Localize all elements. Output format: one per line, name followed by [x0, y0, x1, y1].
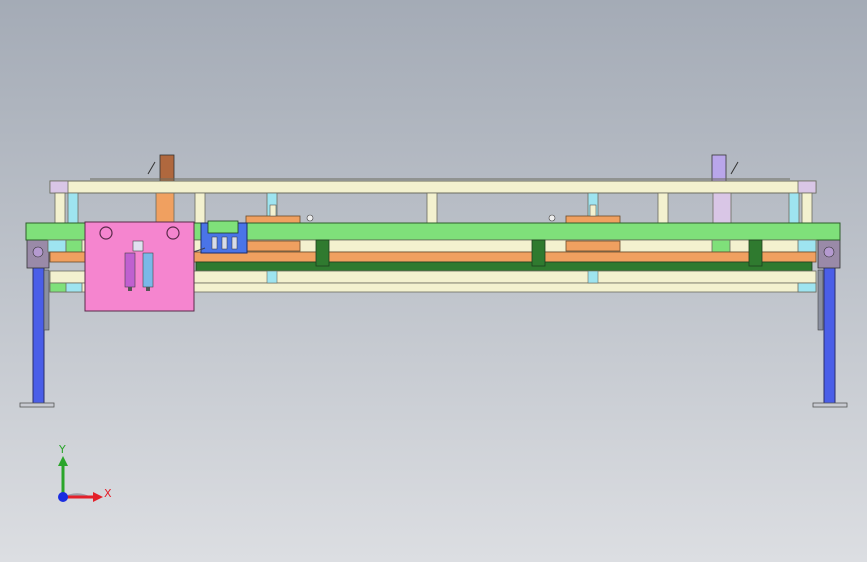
top-blocks	[147, 154, 739, 182]
right-leg	[812, 237, 848, 408]
x-axis-arrowhead	[93, 492, 103, 502]
valve-block	[149, 220, 248, 263]
left-leg	[19, 237, 55, 408]
pink-control-panel	[84, 221, 195, 312]
bottom-frame	[49, 270, 817, 293]
y-axis-arrowhead	[58, 456, 68, 466]
x-axis-label: X	[104, 487, 112, 500]
coordinate-triad: Y X	[58, 443, 112, 502]
vertical-posts	[54, 192, 813, 224]
cylinder-blocks-upper	[245, 204, 621, 225]
top-frame	[49, 178, 817, 194]
y-axis-label: Y	[58, 443, 66, 456]
z-axis-dot	[58, 492, 68, 502]
